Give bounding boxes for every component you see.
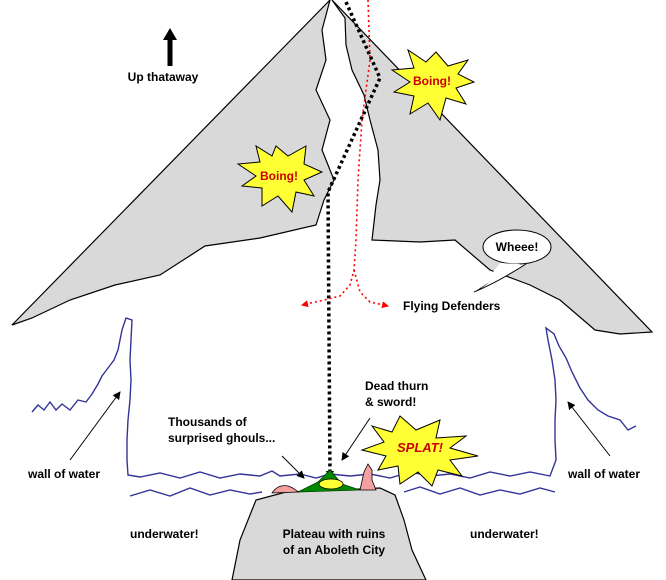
- dead-thurn: [318, 478, 344, 490]
- dead-thurn-pointer: [341, 417, 371, 461]
- water-line: [31, 317, 637, 479]
- splat-burst: SPLAT!: [360, 415, 479, 487]
- dead-thurn-label-line2: & sword!: [365, 395, 416, 409]
- boing-left-text: Boing!: [260, 169, 298, 183]
- wheee-bubble: Wheee!: [473, 229, 552, 293]
- ghoul-left: [271, 485, 299, 494]
- plateau-label-line1: Plateau with ruins: [283, 527, 386, 541]
- flying-defender-path: [301, 0, 371, 308]
- plateau: [231, 487, 427, 580]
- plateau-label-line2: of an Aboleth City: [283, 543, 386, 557]
- underwater-left-label: underwater!: [130, 527, 199, 541]
- ghouls-label-line1: Thousands of: [168, 415, 248, 429]
- boing-burst-right: Boing!: [390, 48, 476, 122]
- flying-defender-branch: [353, 269, 389, 309]
- boing-burst-left: Boing!: [236, 144, 324, 214]
- water-floor-right: [403, 486, 556, 496]
- wall-left-pointer: [69, 391, 121, 461]
- boing-right-text: Boing!: [413, 74, 451, 88]
- flying-defenders-label: Flying Defenders: [403, 299, 501, 313]
- ghouls-label-line2: surprised ghouls...: [168, 431, 275, 445]
- up-arrow-head: [163, 28, 177, 40]
- dead-thurn-label-line1: Dead thurn: [365, 379, 428, 393]
- splat-text: SPLAT!: [397, 440, 444, 455]
- wall-right-label: wall of water: [567, 467, 640, 481]
- ghoul-right: [359, 463, 377, 491]
- left-cliff: [11, 0, 335, 326]
- fall-path: [325, 1, 382, 479]
- ghouls-pointer: [281, 455, 305, 479]
- water-floor-left: [129, 487, 263, 497]
- wall-right-pointer: [567, 401, 611, 457]
- impact-site: [271, 463, 377, 494]
- wheee-text: Wheee!: [496, 240, 539, 254]
- wall-left-label: wall of water: [27, 467, 100, 481]
- up-label: Up thataway: [128, 70, 199, 84]
- underwater-right-label: underwater!: [470, 527, 539, 541]
